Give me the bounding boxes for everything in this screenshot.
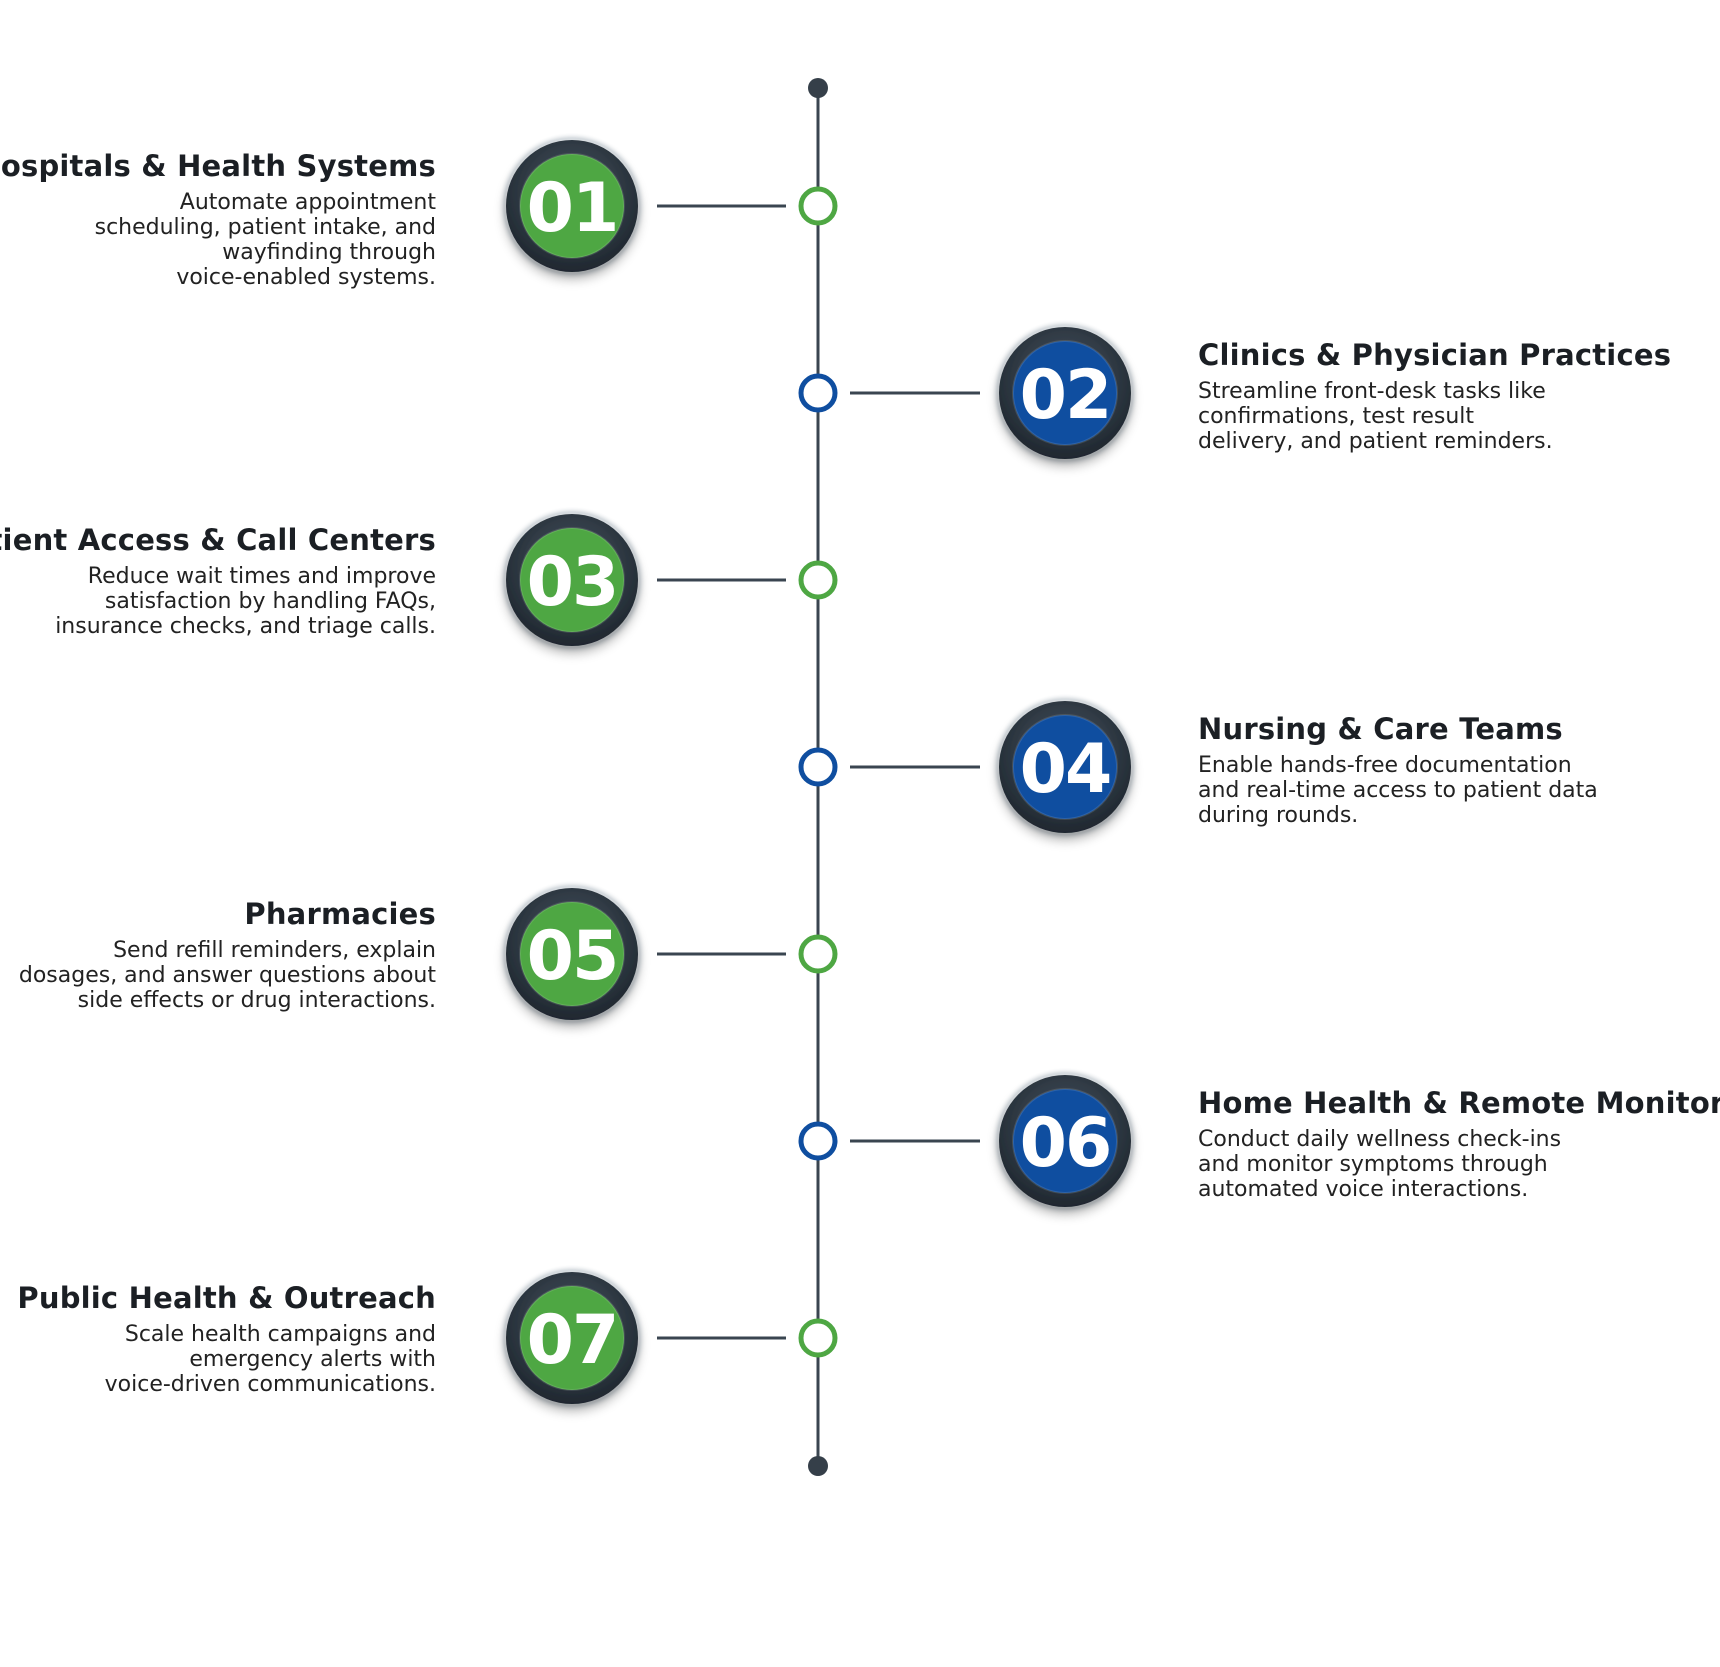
item-title: Home Health & Remote Monitoring [1198,1086,1720,1120]
badge-number: 07 [527,1301,618,1380]
timeline-node [798,747,838,787]
badge-disc [520,528,624,632]
item-title: Pharmacies [244,897,436,931]
badge-highlight [1012,714,1118,820]
timeline-item-05: 05 [498,880,838,1028]
item-description: Reduce wait times and improve satisfacti… [55,564,436,639]
badge-number: 04 [1020,730,1111,809]
badge-highlight [519,901,625,1007]
timeline-item-02: 02 [798,319,1139,467]
timeline-item-01: 01 [498,132,838,280]
timeline-node [798,934,838,974]
badge-disc [1013,341,1117,445]
item-description: Streamline front-desk tasks like confirm… [1198,379,1553,454]
timeline-node [798,373,838,413]
item-title: Hospitals & Health Systems [0,149,436,183]
item-description: Conduct daily wellness check-ins and mon… [1198,1127,1562,1202]
badge-number: 02 [1020,356,1111,435]
timeline-item-06: 06 [798,1067,1139,1215]
timeline-node [798,560,838,600]
item-description: Enable hands-free documentation and real… [1198,753,1598,828]
badge-highlight [1012,340,1118,446]
badge-disc [520,1286,624,1390]
timeline-end-dot [808,1456,828,1476]
badge-highlight [1012,1088,1118,1194]
timeline-item-03: 03 [498,506,838,654]
item-title: Clinics & Physician Practices [1198,338,1672,372]
badge-disc [1013,715,1117,819]
item-description: Scale health campaigns and emergency ale… [104,1322,436,1397]
badge-number: 06 [1020,1104,1111,1183]
timeline-start-dot [808,78,828,98]
badge-highlight [519,153,625,259]
timeline-node [798,1318,838,1358]
badge-number: 03 [527,543,618,622]
item-title: Public Health & Outreach [17,1281,436,1315]
timeline-node [798,1121,838,1161]
timeline-node [798,186,838,226]
badge-highlight [519,527,625,633]
badge-disc [1013,1089,1117,1193]
timeline-item-07: 07 [498,1264,838,1412]
timeline-item-04: 04 [798,693,1139,841]
item-description: Automate appointment scheduling, patient… [94,190,436,290]
badge-disc [520,902,624,1006]
badge-highlight [519,1285,625,1391]
item-title: Patient Access & Call Centers [0,523,436,557]
item-description: Send refill reminders, explain dosages, … [18,938,436,1013]
item-title: Nursing & Care Teams [1198,712,1563,746]
badge-number: 05 [527,917,618,996]
badge-disc [520,154,624,258]
badge-number: 01 [527,169,618,248]
